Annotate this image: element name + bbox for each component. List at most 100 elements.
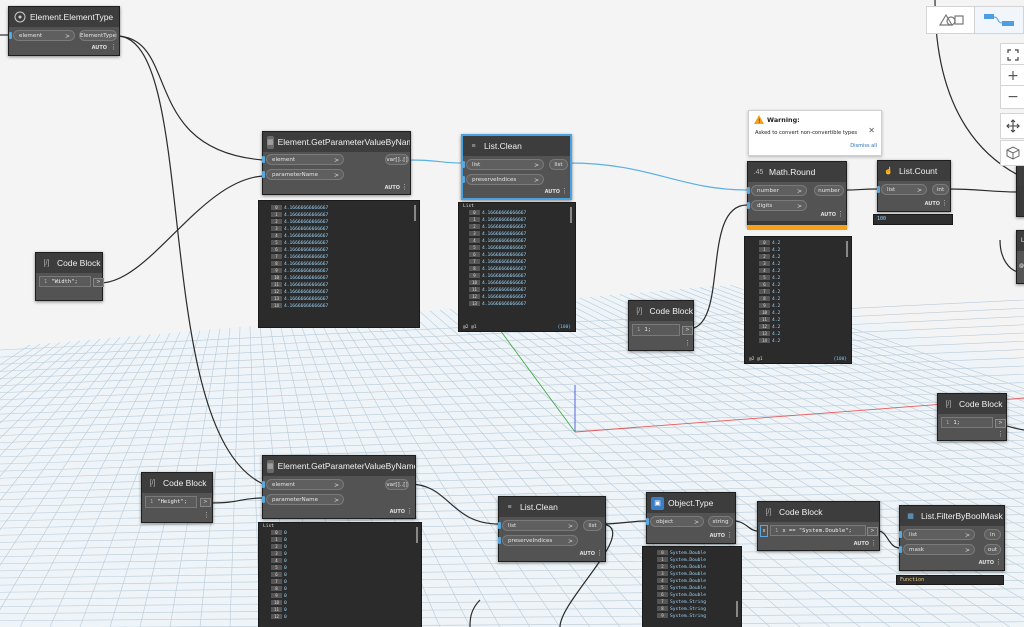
preview-scrollbar[interactable] xyxy=(846,241,848,257)
input-list[interactable]: list> xyxy=(498,520,578,531)
node-object-type[interactable]: ▣Object.Type object> string AUTO ⋮ xyxy=(646,492,736,544)
input-parametername[interactable]: parameterName> xyxy=(262,494,344,505)
input-element[interactable]: element> xyxy=(262,479,344,490)
output-list[interactable]: list xyxy=(549,159,568,170)
output-string[interactable]: string xyxy=(708,516,733,527)
output-var[interactable]: var[]..[] xyxy=(385,154,409,165)
code-editor[interactable]: 1"Width"; xyxy=(39,276,91,287)
node-partial-right-1[interactable] xyxy=(1016,165,1024,217)
output-out[interactable]: out xyxy=(984,544,1001,555)
input-preserveindices[interactable]: preserveIndices> xyxy=(498,535,578,546)
node-list-clean-1[interactable]: ≡List.Clean list> preserveIndices> list … xyxy=(461,134,572,200)
graph-view-icon xyxy=(984,14,1014,26)
node-menu-icon[interactable]: ⋮ xyxy=(997,430,1004,438)
node-menu-icon[interactable]: ⋮ xyxy=(110,43,117,51)
node-menu-icon[interactable]: ⋮ xyxy=(726,531,733,539)
preview-scrollbar[interactable] xyxy=(736,601,738,617)
output-port[interactable]: > xyxy=(200,498,211,507)
input-element[interactable]: element> xyxy=(262,154,344,165)
node-partial-right-2[interactable]: L@1 xyxy=(1016,230,1024,284)
list-index: 8 xyxy=(469,266,480,271)
node-list-clean-2[interactable]: ≡List.Clean list> preserveIndices> list … xyxy=(498,496,606,562)
list-value: 4.2 xyxy=(772,276,781,281)
input-list[interactable]: list> xyxy=(877,184,927,195)
input-preserveindices[interactable]: preserveIndices> xyxy=(462,174,544,185)
node-list-filterbyboolmask[interactable]: ▦List.FilterByBoolMask list> mask> in ou… xyxy=(899,505,1005,571)
input-digits[interactable]: digits> xyxy=(747,200,807,211)
node-getparametervaluebyname-height[interactable]: ▦Element.GetParameterValueByName element… xyxy=(262,455,416,519)
output-port[interactable]: > xyxy=(867,527,878,536)
hand-icon: ☝ xyxy=(884,168,893,175)
node-menu-icon[interactable]: ⋮ xyxy=(941,199,948,207)
output-number[interactable]: number xyxy=(814,185,844,196)
list-value: 4.16666666666667 xyxy=(284,241,329,246)
list-index: 6 xyxy=(759,282,770,287)
output-port[interactable]: > xyxy=(682,326,693,335)
warning-popup[interactable]: ! Warning: Asked to convert non-converti… xyxy=(748,110,882,156)
node-menu-icon[interactable]: ⋮ xyxy=(684,339,691,347)
output-port[interactable]: > xyxy=(93,278,104,287)
node-getparametervaluebyname-width[interactable]: ▦Element.GetParameterValueByName element… xyxy=(262,131,411,195)
input-mask[interactable]: mask> xyxy=(899,544,975,555)
node-element-elementtype[interactable]: Element.ElementType element> ElementType… xyxy=(8,6,120,56)
node-menu-icon[interactable]: ⋮ xyxy=(203,511,210,519)
node-menu-icon[interactable]: ⋮ xyxy=(401,183,408,191)
output-elementtype[interactable]: ElementType xyxy=(79,30,117,41)
close-icon[interactable]: ✕ xyxy=(868,126,875,135)
node-codeblock-width[interactable]: [/]Code Block 1"Width"; > xyxy=(35,252,104,301)
node-menu-icon[interactable]: ⋮ xyxy=(596,549,603,557)
input-list[interactable]: list> xyxy=(462,159,544,170)
node-list-count[interactable]: ☝List.Count list> int AUTO ⋮ xyxy=(877,160,951,212)
zoom-out-button[interactable]: − xyxy=(1000,85,1024,109)
node-menu-icon[interactable]: ⋮ xyxy=(870,539,877,547)
input-element[interactable]: element> xyxy=(9,30,75,41)
list-index: 9 xyxy=(271,268,282,273)
list-value: 0 xyxy=(284,538,287,543)
preview-scrollbar[interactable] xyxy=(416,527,418,543)
input-x[interactable]: x xyxy=(760,525,768,537)
output-in[interactable]: in xyxy=(984,529,1001,540)
output-list[interactable]: list xyxy=(583,520,602,531)
list-index: 11 xyxy=(271,607,282,612)
node-menu-icon[interactable]: ⋮ xyxy=(995,558,1002,566)
graph-view-button[interactable] xyxy=(974,6,1024,34)
input-number[interactable]: number> xyxy=(747,185,807,196)
dismiss-all-link[interactable]: Dismiss all xyxy=(850,143,877,149)
list-value: 4.16666666666667 xyxy=(284,213,329,218)
preview-scrollbar[interactable] xyxy=(414,205,416,221)
zoom-in-button[interactable]: + xyxy=(1000,64,1024,88)
node-codeblock-height[interactable]: [/]Code Block 1"Height"; > ⋮ xyxy=(141,472,213,523)
output-int[interactable]: int xyxy=(932,184,949,195)
node-menu-icon[interactable]: ⋮ xyxy=(406,507,413,515)
output-var[interactable]: var[]..[] xyxy=(385,479,409,490)
list-index: 0 xyxy=(271,205,282,210)
output-port[interactable]: > xyxy=(995,419,1006,428)
preview-scrollbar[interactable] xyxy=(570,207,572,223)
geometry-view-button[interactable] xyxy=(926,6,976,34)
input-parametername[interactable]: parameterName> xyxy=(262,169,344,180)
orbit-button[interactable] xyxy=(1000,140,1024,166)
node-menu-icon[interactable]: ⋮ xyxy=(561,187,568,195)
input-object[interactable]: object> xyxy=(646,516,704,527)
node-title: List.FilterByBoolMask xyxy=(921,511,1003,521)
code-editor[interactable]: 1"Height"; xyxy=(145,496,197,508)
node-menu-icon[interactable]: ⋮ xyxy=(837,210,844,218)
input-list[interactable]: list> xyxy=(899,529,975,540)
pan-button[interactable] xyxy=(1000,113,1024,139)
